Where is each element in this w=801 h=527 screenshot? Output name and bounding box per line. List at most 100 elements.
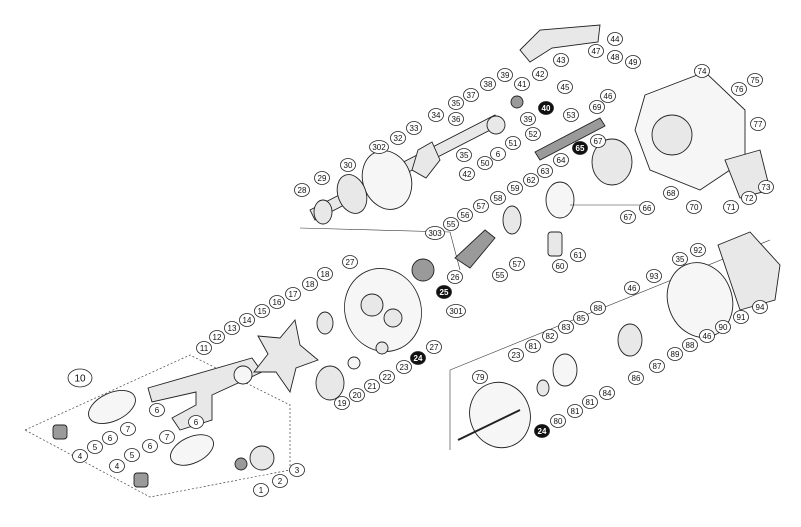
callout-c79: 79 <box>472 370 488 384</box>
callout-label: 91 <box>737 313 746 322</box>
drag-knob-19 <box>315 365 345 401</box>
callout-label: 25 <box>440 288 449 297</box>
knob-cap-upper <box>52 424 68 440</box>
callout-bubble <box>446 304 466 318</box>
callout-bubble <box>188 415 204 429</box>
callout-bubble <box>649 359 665 373</box>
callout-label: 7 <box>165 433 170 442</box>
handle-knob-upper <box>88 390 136 424</box>
callout-c93: 93 <box>646 269 662 283</box>
callout-bubble <box>67 368 93 388</box>
callout-bubble <box>159 430 175 444</box>
callout-bubble <box>456 148 472 162</box>
callout-label: 77 <box>754 120 763 129</box>
callout-label: 23 <box>512 351 521 360</box>
callout-bubble <box>523 173 539 187</box>
callout-label: 69 <box>593 103 602 112</box>
callout-bubble <box>600 89 616 103</box>
callout-c24b: 24 <box>534 424 550 438</box>
callout-c16: 16 <box>269 295 285 309</box>
callout-bubble <box>582 395 598 409</box>
callout-bubble <box>196 341 212 355</box>
callout-bubble <box>553 53 569 67</box>
callout-c40: 40 <box>538 101 554 115</box>
callout-label: 16 <box>273 298 282 307</box>
callout-layer: 1012345676456761112131415161718181920212… <box>67 32 774 497</box>
bearing-40 <box>510 95 524 109</box>
callout-label: 26 <box>451 273 460 282</box>
callout-c6c: 6 <box>142 439 158 453</box>
callout-bubble <box>520 112 536 126</box>
callout-label: 6 <box>155 406 160 415</box>
callout-bubble <box>102 431 118 445</box>
callout-bubble <box>490 147 506 161</box>
callout-bubble <box>340 158 356 172</box>
callout-bubble <box>334 396 350 410</box>
callout-label: 19 <box>338 399 347 408</box>
callout-label: 41 <box>518 80 527 89</box>
callout-bubble <box>87 440 103 454</box>
callout-bubble <box>120 422 136 436</box>
callout-label: 17 <box>289 290 298 299</box>
callout-label: 88 <box>686 341 695 350</box>
callout-label: 23 <box>400 363 409 372</box>
callout-label: 51 <box>509 139 518 148</box>
clutch-plate-62 <box>545 181 575 219</box>
callout-c61: 61 <box>570 248 586 262</box>
callout-c83: 83 <box>558 320 574 334</box>
callout-bubble <box>209 330 225 344</box>
side-plate-boss-2 <box>383 308 403 328</box>
callout-c14: 14 <box>239 313 255 327</box>
brake-ring-86 <box>617 323 643 357</box>
callout-label: 58 <box>494 194 503 203</box>
callout-bubble <box>750 117 766 131</box>
callout-label: 42 <box>463 170 472 179</box>
callout-bubble <box>269 295 285 309</box>
callout-label: 81 <box>529 342 538 351</box>
callout-bubble <box>570 248 586 262</box>
callout-label: 75 <box>751 76 760 85</box>
worm-shaft <box>534 117 606 161</box>
callout-bubble <box>448 112 464 126</box>
callout-c23a: 23 <box>396 360 412 374</box>
callout-label: 1 <box>259 486 264 495</box>
callout-label: 72 <box>745 194 754 203</box>
callout-label: 11 <box>200 344 209 353</box>
callout-c5b: 5 <box>124 448 140 462</box>
callout-label: 43 <box>557 56 566 65</box>
callout-bubble <box>552 259 568 273</box>
callout-bubble <box>317 267 333 281</box>
callout-c67a: 67 <box>590 134 606 148</box>
callout-label: 62 <box>527 176 536 185</box>
callout-c57b: 57 <box>509 257 525 271</box>
callout-c67b: 67 <box>620 210 636 224</box>
callout-bubble <box>715 320 731 334</box>
callout-label: 6 <box>148 442 153 451</box>
callout-label: 63 <box>541 167 550 176</box>
callout-bubble <box>342 255 358 269</box>
callout-bubble <box>699 329 715 343</box>
callout-bubble <box>589 100 605 114</box>
callout-c46a: 46 <box>600 89 616 103</box>
callout-bubble <box>607 32 623 46</box>
callout-bubble <box>752 300 768 314</box>
callout-label: 52 <box>529 130 538 139</box>
callout-label: 10 <box>74 374 86 385</box>
callout-c37: 37 <box>463 88 479 102</box>
callout-c60: 60 <box>552 259 568 273</box>
callout-bubble <box>525 127 541 141</box>
callout-bubble <box>428 108 444 122</box>
callout-label: 35 <box>452 99 461 108</box>
callout-c6e: 6 <box>490 147 506 161</box>
callout-c21: 21 <box>364 379 380 393</box>
callout-bubble <box>72 449 88 463</box>
callout-label: 15 <box>258 307 267 316</box>
handle-knob-lower <box>169 434 215 466</box>
callout-label: 6 <box>108 434 113 443</box>
callout-label: 50 <box>481 159 490 168</box>
pinion-gear <box>486 115 506 135</box>
callout-c55b: 55 <box>492 268 508 282</box>
callout-c90: 90 <box>715 320 731 334</box>
callout-label: 81 <box>571 407 580 416</box>
drag-washer-stack <box>316 311 334 335</box>
